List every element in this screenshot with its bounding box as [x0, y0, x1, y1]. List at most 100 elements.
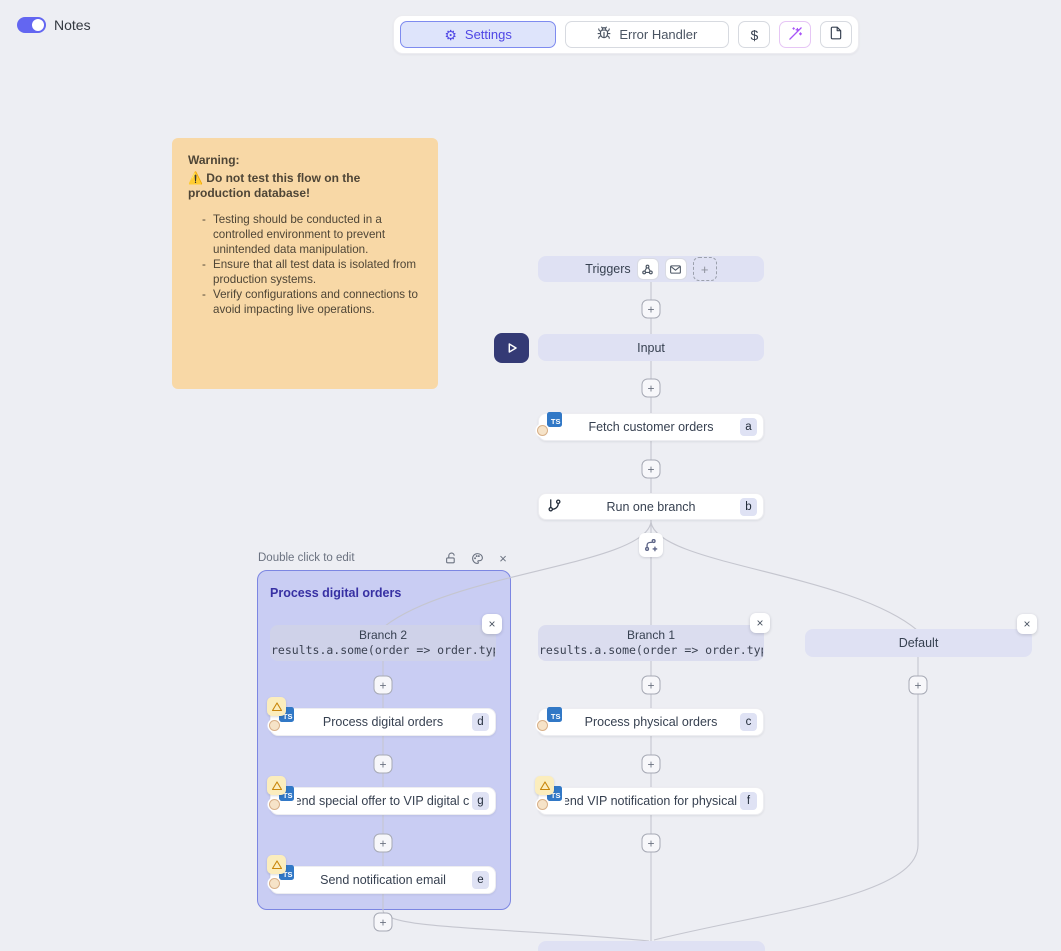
warning-triangle-icon [271, 701, 283, 713]
warning-badge [267, 855, 286, 874]
insert-step-button[interactable]: + [909, 676, 928, 695]
branch-icon [547, 498, 562, 516]
bun-icon [537, 425, 548, 436]
branch1-header-node[interactable]: Branch 1 results.a.some(order => order.t… [538, 625, 764, 661]
insert-step-button[interactable]: + [642, 460, 661, 479]
insert-step-button[interactable]: + [642, 379, 661, 398]
step-label: Send VIP notification for physical... [565, 788, 737, 814]
remove-branch-button[interactable]: × [750, 613, 770, 633]
group-edit-hint: Double click to edit [258, 552, 355, 564]
error-handler-button[interactable]: Error Handler [565, 21, 729, 48]
branch2-title: Branch 2 [359, 628, 407, 643]
bun-icon [269, 720, 280, 731]
step-label: Run one branch [565, 494, 737, 519]
step-node-fetch-customer-orders[interactable]: TS Fetch customer orders a [538, 413, 764, 441]
default-branch-node[interactable]: Default × [805, 629, 1032, 657]
note-title: Warning: [188, 153, 422, 169]
insert-step-button[interactable]: + [374, 834, 393, 853]
step-label: Fetch customer orders [565, 414, 737, 440]
step-id-badge: a [740, 418, 757, 436]
warning-triangle-icon [539, 780, 551, 792]
notes-toggle-label: Notes [54, 17, 91, 33]
notes-toggle[interactable] [17, 17, 46, 33]
export-button[interactable] [820, 21, 852, 48]
branch2-header-node[interactable]: Branch 2 results.a.some(order => order.t… [270, 625, 496, 661]
warning-triangle-icon [271, 780, 283, 792]
top-toolbar: ⚙ Settings Error Handler $ [393, 15, 859, 54]
step-id-badge: e [472, 871, 489, 889]
step-id-badge: b [740, 498, 757, 516]
run-flow-button[interactable] [494, 333, 529, 363]
step-id-badge: c [740, 713, 757, 731]
step-id-badge: g [472, 792, 489, 810]
bun-icon [269, 799, 280, 810]
default-branch-label: Default [831, 629, 1006, 657]
warning-triangle-icon [271, 859, 283, 871]
palette-icon[interactable] [470, 551, 484, 565]
dollar-icon: $ [750, 27, 758, 43]
branch-group-container[interactable] [257, 570, 511, 910]
step-node-process-digital-orders[interactable]: TS Process digital orders d [270, 708, 496, 736]
insert-step-button[interactable]: + [642, 676, 661, 695]
document-icon [829, 26, 843, 43]
settings-button-label: Settings [465, 27, 512, 42]
step-node-send-special-offer[interactable]: TS Send special offer to VIP digital c..… [270, 787, 496, 815]
note-bullet: Ensure that all test data is isolated fr… [202, 257, 422, 287]
insert-step-button[interactable]: + [374, 676, 393, 695]
step-label: Send notification email [297, 867, 469, 893]
bun-icon [537, 799, 548, 810]
step-id-badge: d [472, 713, 489, 731]
step-id-badge: f [740, 792, 757, 810]
step-label: Process physical orders [565, 709, 737, 735]
error-handler-label: Error Handler [619, 27, 697, 42]
insert-step-button[interactable]: + [642, 755, 661, 774]
ai-wand-button[interactable] [779, 21, 811, 48]
step-node-run-one-branch[interactable]: Run one branch b [538, 493, 764, 520]
remove-branch-button[interactable]: × [1017, 614, 1037, 634]
branch1-title: Branch 1 [627, 628, 675, 643]
insert-step-button[interactable]: + [374, 913, 393, 932]
group-title: Process digital orders [270, 586, 401, 600]
warning-note[interactable]: Warning: ⚠️ Do not test this flow on the… [172, 138, 438, 389]
gear-icon: ⚙ [444, 28, 457, 42]
webhook-trigger-icon[interactable] [637, 258, 659, 280]
note-alert: ⚠️ Do not test this flow on the producti… [188, 171, 422, 202]
step-node-process-physical-orders[interactable]: TS Process physical orders c [538, 708, 764, 736]
insert-step-button[interactable]: + [642, 300, 661, 319]
branch1-predicate-code: results.a.some(order => order.type [539, 643, 763, 657]
insert-step-button[interactable]: + [642, 834, 661, 853]
input-node[interactable]: Input [538, 334, 764, 361]
triggers-node[interactable]: Triggers + [538, 256, 764, 282]
branch-split-icon [644, 538, 658, 552]
toggle-knob [32, 19, 44, 31]
insert-step-button[interactable]: + [374, 755, 393, 774]
step-node-send-vip-notification[interactable]: TS Send VIP notification for physical...… [538, 787, 764, 815]
remove-branch-button[interactable]: × [482, 614, 502, 634]
lock-open-icon[interactable] [444, 551, 458, 565]
play-icon [503, 339, 521, 357]
warning-badge [535, 776, 554, 795]
warning-badge [267, 776, 286, 795]
step-label: Process digital orders [297, 709, 469, 735]
warning-badge [267, 697, 286, 716]
note-bullet: Testing should be conducted in a control… [202, 212, 422, 257]
step-node-send-notification-email[interactable]: TS Send notification email e [270, 866, 496, 894]
merge-node-partial[interactable] [538, 941, 765, 951]
add-trigger-button[interactable]: + [693, 257, 717, 281]
note-bullet-list: Testing should be conducted in a control… [202, 212, 422, 317]
group-toolbar: × [444, 551, 510, 565]
magic-wand-icon [788, 26, 803, 44]
bug-icon [597, 26, 611, 43]
pricing-button[interactable]: $ [738, 21, 770, 48]
group-close-icon[interactable]: × [496, 551, 510, 565]
bun-icon [537, 720, 548, 731]
add-branch-button[interactable] [639, 533, 663, 557]
triggers-label: Triggers [585, 262, 630, 276]
email-trigger-icon[interactable] [665, 258, 687, 280]
branch2-predicate-code: results.a.some(order => order.type [271, 643, 495, 657]
settings-button[interactable]: ⚙ Settings [400, 21, 556, 48]
input-node-label: Input [564, 334, 738, 361]
note-bullet: Verify configurations and connections to… [202, 287, 422, 317]
